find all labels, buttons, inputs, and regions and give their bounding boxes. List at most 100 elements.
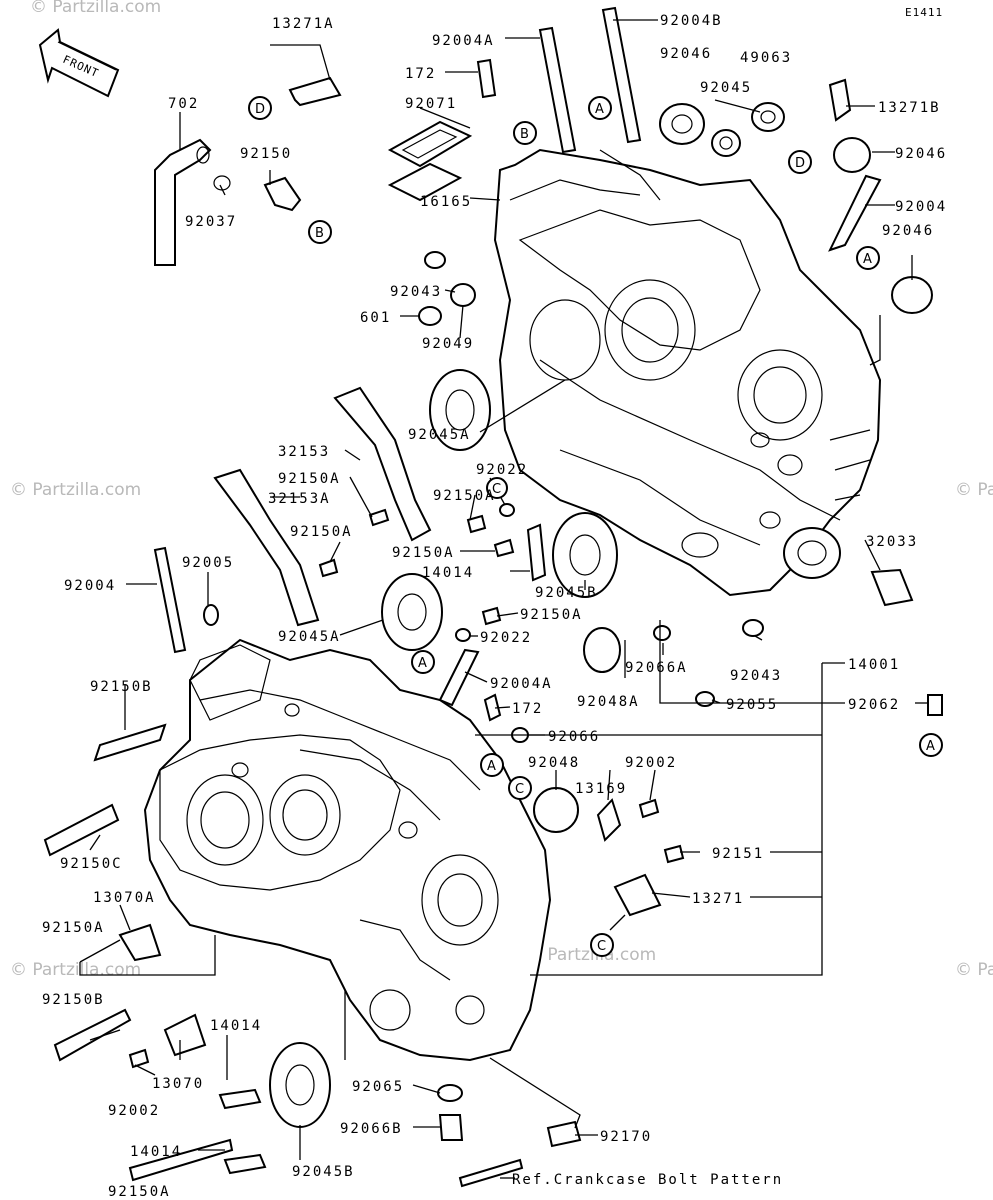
label-92055: 92055	[726, 697, 778, 713]
watermark-top-left: © Partzilla.com	[30, 0, 161, 17]
label-92004-left: 92004	[64, 578, 116, 594]
label-92045A-lower: 92045A	[278, 629, 341, 645]
label-92048: 92048	[528, 755, 580, 771]
label-92022-top: 92022	[476, 462, 528, 478]
label-92045B-top: 92045B	[535, 585, 598, 601]
watermark-left: © Partzilla.com	[10, 480, 141, 500]
label-13169: 13169	[575, 781, 627, 797]
label-601: 601	[360, 310, 391, 326]
front-arrow-icon: FRONT	[38, 28, 120, 98]
upper-crankcase-half	[493, 148, 882, 597]
label-92005: 92005	[182, 555, 234, 571]
label-92043-lower: 92043	[730, 668, 782, 684]
label-92150A-1: 92150A	[278, 471, 341, 487]
svg-text:D: D	[795, 156, 805, 171]
label-92046-right2: 92046	[882, 223, 934, 239]
label-92002-lower: 92002	[108, 1103, 160, 1119]
label-13070A: 13070A	[93, 890, 156, 906]
diagram-id: E1411	[905, 6, 943, 19]
svg-text:A: A	[863, 252, 872, 267]
label-92045: 92045	[700, 80, 752, 96]
leader-lines	[79, 19, 928, 1179]
label-702: 702	[168, 96, 199, 112]
callout-a-4: A	[480, 753, 504, 777]
label-92150A-2: 92150A	[290, 524, 353, 540]
watermark-left-bottom: © Partzilla.com	[10, 960, 141, 980]
svg-text:A: A	[487, 759, 496, 774]
label-14014-lower: 14014	[130, 1144, 182, 1160]
svg-text:A: A	[926, 739, 935, 754]
callout-c-3: C	[590, 933, 614, 957]
label-92150A-3: 92150A	[433, 488, 496, 504]
lower-crankcase-half	[143, 638, 552, 1062]
part-labels: 13271A 702 92150 92037 92004A 92004B 172…	[42, 13, 947, 1200]
label-92004A-lower: 92004A	[490, 676, 553, 692]
label-92045A-top: 92045A	[408, 427, 471, 443]
label-92043-top: 92043	[390, 284, 442, 300]
label-13070: 13070	[152, 1076, 204, 1092]
watermark-center-bottom: © Partzilla.com	[525, 945, 656, 965]
callout-a-3: A	[411, 650, 435, 674]
label-92037: 92037	[185, 214, 237, 230]
svg-text:A: A	[595, 102, 604, 117]
label-92150A-7: 92150A	[108, 1184, 171, 1200]
callout-d-1: D	[248, 96, 272, 120]
svg-text:C: C	[492, 482, 501, 497]
label-92065: 92065	[352, 1079, 404, 1095]
label-13271A: 13271A	[272, 16, 335, 32]
svg-text:B: B	[315, 226, 324, 241]
svg-text:C: C	[515, 782, 524, 797]
label-92062: 92062	[848, 697, 900, 713]
callout-d-2: D	[788, 150, 812, 174]
svg-text:A: A	[418, 656, 427, 671]
svg-text:D: D	[255, 102, 265, 117]
label-92150A-4: 92150A	[392, 545, 455, 561]
label-32033: 32033	[866, 534, 918, 550]
ref-note: Ref.Crankcase Bolt Pattern	[512, 1172, 783, 1188]
label-14001: 14001	[848, 657, 900, 673]
label-92048A: 92048A	[577, 694, 640, 710]
label-92150B-2: 92150B	[42, 992, 105, 1008]
label-92150C: 92150C	[60, 856, 123, 872]
label-32153A: 32153A	[268, 491, 331, 507]
callout-c-2: C	[508, 776, 532, 800]
label-92066: 92066	[548, 729, 600, 745]
label-92150A-5: 92150A	[520, 607, 583, 623]
small-parts	[43, 6, 943, 1188]
label-92170: 92170	[600, 1129, 652, 1145]
watermark-right-bottom: © Partzilla.com	[955, 960, 993, 980]
hose-702	[154, 138, 212, 266]
label-92046-top: 92046	[660, 46, 712, 62]
label-92002-top: 92002	[625, 755, 677, 771]
label-92071: 92071	[405, 96, 457, 112]
callout-c-1: C	[486, 477, 508, 499]
label-172-top: 172	[405, 66, 436, 82]
label-92004A-top: 92004A	[432, 33, 495, 49]
label-16165: 16165	[420, 194, 472, 210]
callout-a-2: A	[856, 246, 880, 270]
svg-text:C: C	[597, 939, 606, 954]
label-92151: 92151	[712, 846, 764, 862]
label-13271: 13271	[692, 891, 744, 907]
callout-b-2: B	[513, 121, 537, 145]
label-92150B-1: 92150B	[90, 679, 153, 695]
label-92066B: 92066B	[340, 1121, 403, 1137]
callout-circles: D B B A D A C A A C A C	[248, 96, 943, 957]
callout-a-5: A	[919, 733, 943, 757]
label-13271B: 13271B	[878, 100, 941, 116]
label-92049: 92049	[422, 336, 474, 352]
label-172-lower: 172	[512, 701, 543, 717]
callout-b-1: B	[308, 220, 332, 244]
callout-a-1: A	[588, 96, 612, 120]
label-14014-mid: 14014	[210, 1018, 262, 1034]
label-92004-right: 92004	[895, 199, 947, 215]
label-32153: 32153	[278, 444, 330, 460]
label-92045B-lower: 92045B	[292, 1164, 355, 1180]
label-92022: 92022	[480, 630, 532, 646]
label-92066A: 92066A	[625, 660, 688, 676]
label-49063: 49063	[740, 50, 792, 66]
label-92004B: 92004B	[660, 13, 723, 29]
label-92046-right: 92046	[895, 146, 947, 162]
